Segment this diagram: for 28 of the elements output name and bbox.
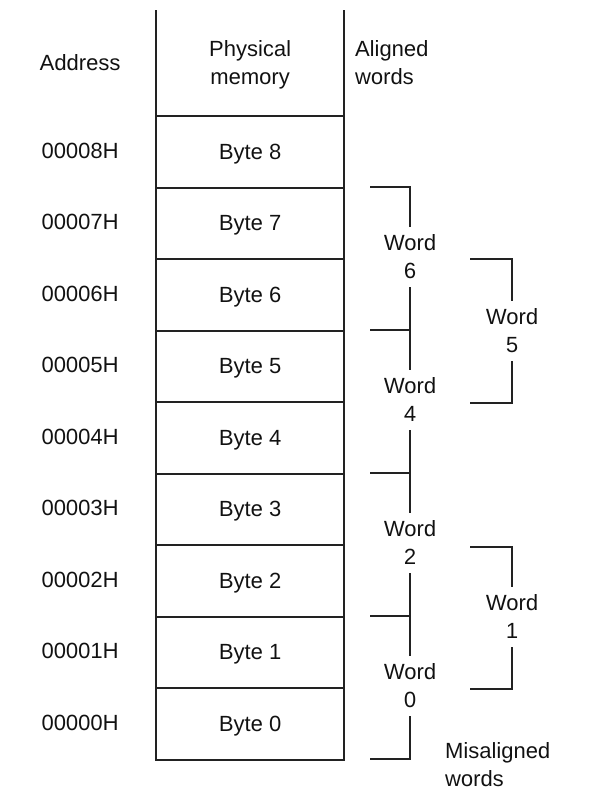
word-label: Word 4 [382, 372, 438, 428]
word-label: Word 5 [484, 303, 540, 359]
address-label: 00008H [41, 136, 119, 165]
word-label: Word 1 [484, 589, 540, 645]
address-label: 00000H [41, 708, 119, 737]
word-label: Word 0 [382, 658, 438, 714]
word-label: Word 6 [382, 229, 438, 285]
column-header: Physical memory [155, 10, 345, 117]
address-label: 00005H [41, 351, 119, 380]
memory-cell: Byte 6 [155, 258, 345, 332]
memory-cell: Byte 7 [155, 186, 345, 260]
memory-cell: Byte 1 [155, 616, 345, 689]
address-label: 00004H [41, 422, 119, 451]
memory-cell: Byte 5 [155, 330, 345, 403]
address-label: 00001H [41, 637, 119, 666]
memory-cell: Byte 0 [155, 687, 345, 760]
column-heading: Aligned words [355, 35, 430, 91]
address-label: 00006H [41, 280, 119, 308]
column-heading: Address [40, 49, 120, 77]
address-label: 00003H [41, 494, 119, 522]
address-label: 00002H [41, 566, 119, 594]
memory-cell: Byte 2 [155, 544, 345, 618]
memory-cell: Byte 8 [155, 115, 345, 188]
memory-cell: Byte 4 [155, 401, 345, 474]
memory-cell: Byte 3 [155, 472, 345, 546]
word-label: Word 2 [382, 515, 438, 571]
column-heading: Misaligned words [445, 737, 552, 793]
address-label: 00007H [41, 208, 119, 236]
